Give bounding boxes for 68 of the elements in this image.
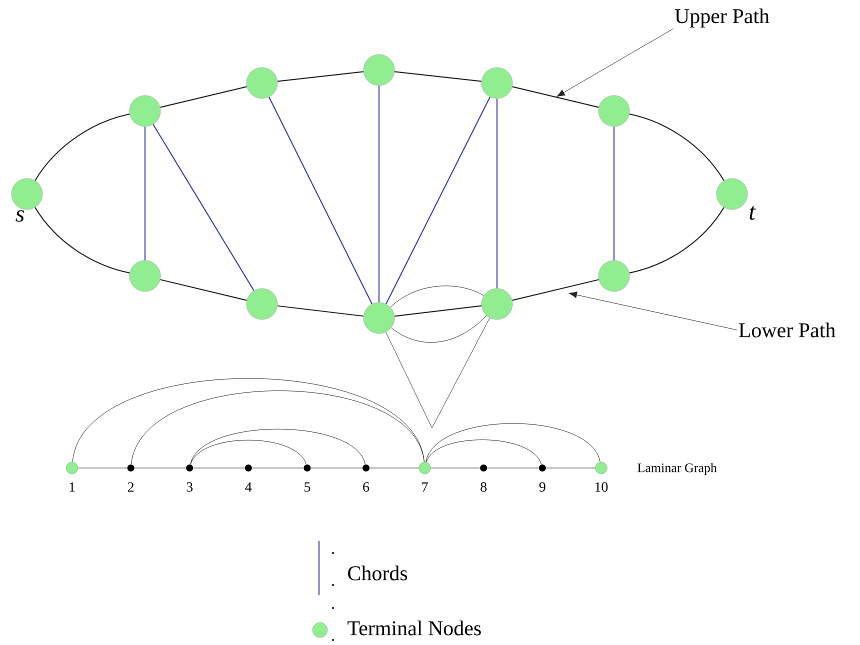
- graph-vertex: [127, 464, 134, 472]
- node-label: 4: [245, 482, 252, 492]
- terminal-node: [129, 95, 161, 127]
- leader-line: [556, 28, 674, 97]
- edge-line: [512, 279, 599, 301]
- terminal-node: [246, 288, 278, 320]
- terminal-node: [481, 67, 513, 99]
- node-label: 5: [304, 482, 310, 492]
- edge-line: [394, 71, 482, 82]
- chord: [378, 86, 380, 302]
- terminal-node: [11, 178, 43, 210]
- edge-line: [34, 114, 130, 181]
- chord: [386, 96, 490, 304]
- terminal-node: [66, 462, 78, 474]
- edge-line: [391, 315, 487, 343]
- terminal-node: [418, 462, 431, 474]
- leader-line: [568, 292, 738, 330]
- graph-vertex: [362, 464, 370, 472]
- chord: [268, 96, 372, 304]
- legend-label: Terminal Nodes: [348, 620, 481, 636]
- legend-label: Chords: [348, 566, 408, 580]
- graph-vertex: [538, 464, 546, 472]
- edge-line: [394, 305, 482, 317]
- edge-line: [160, 279, 247, 301]
- chord: [144, 126, 146, 260]
- edge-line: [512, 86, 599, 108]
- edge-line: [190, 440, 306, 465]
- graph-vertex: [480, 464, 488, 472]
- terminal-node: [481, 288, 513, 320]
- path-label: Upper Path: [674, 8, 770, 28]
- edge-line: [72, 378, 425, 462]
- edge-line: [278, 305, 364, 317]
- node-label: 7: [422, 482, 428, 492]
- edge-line: [426, 423, 600, 462]
- graph-vertex: [244, 464, 252, 472]
- edge-line: [629, 114, 724, 181]
- graph-vertex: [304, 464, 311, 472]
- edge-line: [34, 207, 130, 274]
- terminal-node: [598, 260, 630, 292]
- edge-line: [390, 286, 484, 308]
- edge-line: [190, 428, 366, 465]
- edge-line: [629, 207, 724, 274]
- graph-caption: Laminar Graph: [638, 463, 717, 475]
- path-label: Lower Path: [738, 322, 836, 338]
- node-label: 10: [595, 482, 608, 492]
- node-label: 1: [70, 482, 75, 492]
- node-label: s: [16, 210, 24, 222]
- edge-line: [130, 390, 424, 465]
- terminal-node: [598, 95, 630, 127]
- graph-vertex: [186, 464, 194, 472]
- terminal-node: [246, 67, 278, 99]
- chord: [152, 124, 254, 291]
- terminal-node: [363, 302, 395, 334]
- node-label: 8: [480, 482, 487, 492]
- terminal-node: [363, 54, 395, 86]
- node-label: 6: [363, 482, 370, 492]
- edge-line: [278, 71, 364, 82]
- chord: [496, 98, 498, 288]
- terminal-node: [595, 462, 608, 474]
- node-label: 3: [186, 482, 193, 492]
- chord: [613, 126, 615, 260]
- terminal-node: [129, 260, 161, 292]
- node-label: t: [750, 206, 756, 220]
- terminal-node: [716, 178, 748, 210]
- node-label: 2: [128, 482, 134, 492]
- node-label: 9: [539, 482, 546, 492]
- edge-line: [160, 86, 247, 108]
- edge-line: [426, 440, 542, 465]
